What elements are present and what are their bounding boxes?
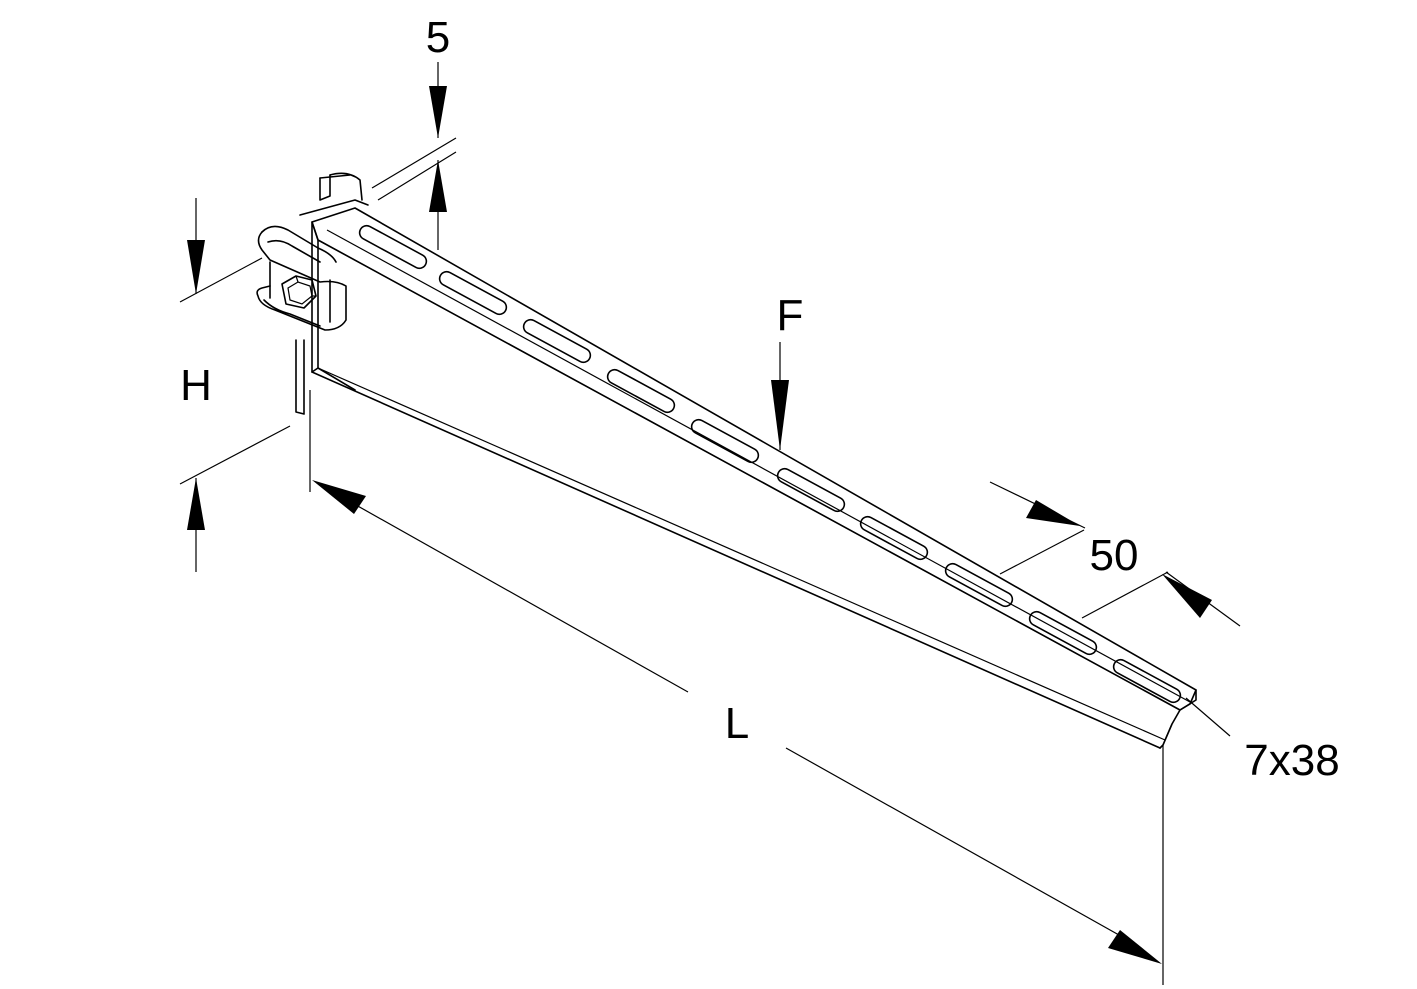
dim-spacing: 50 xyxy=(989,481,1241,627)
slot xyxy=(859,515,929,561)
arrow-down-icon xyxy=(187,240,205,294)
arrow-up-left-icon xyxy=(1162,574,1212,618)
label-spacing: 50 xyxy=(1090,531,1139,580)
slots xyxy=(358,224,1182,704)
slot xyxy=(1028,610,1098,656)
arrow-down-icon xyxy=(771,380,789,450)
dim-height: H xyxy=(179,198,291,572)
slot xyxy=(606,368,676,414)
label-load: F xyxy=(777,291,804,340)
arrow-left-icon xyxy=(312,480,366,514)
dim-slot-size: 7x38 xyxy=(1185,697,1340,785)
slot xyxy=(358,224,428,270)
label-height: H xyxy=(180,361,212,410)
arrow-down-icon xyxy=(429,86,447,138)
bracket-body xyxy=(311,207,1197,749)
dim-load: F xyxy=(771,291,803,450)
dim-length: L xyxy=(309,390,1164,985)
slot xyxy=(522,318,592,364)
label-length: L xyxy=(725,699,749,748)
slot xyxy=(1112,658,1182,704)
slot xyxy=(776,467,846,513)
slot xyxy=(690,418,760,464)
arrow-right-icon xyxy=(1108,930,1162,964)
label-top-offset: 5 xyxy=(426,13,450,62)
dim-top-offset: 5 xyxy=(371,13,457,250)
slot xyxy=(944,562,1014,608)
arrow-up-icon xyxy=(187,478,205,530)
label-slot-size: 7x38 xyxy=(1244,736,1339,785)
mounting-clamp xyxy=(256,172,369,415)
arrow-up-icon xyxy=(429,160,447,212)
slot xyxy=(438,270,508,316)
arrow-down-right-icon xyxy=(1026,500,1080,526)
